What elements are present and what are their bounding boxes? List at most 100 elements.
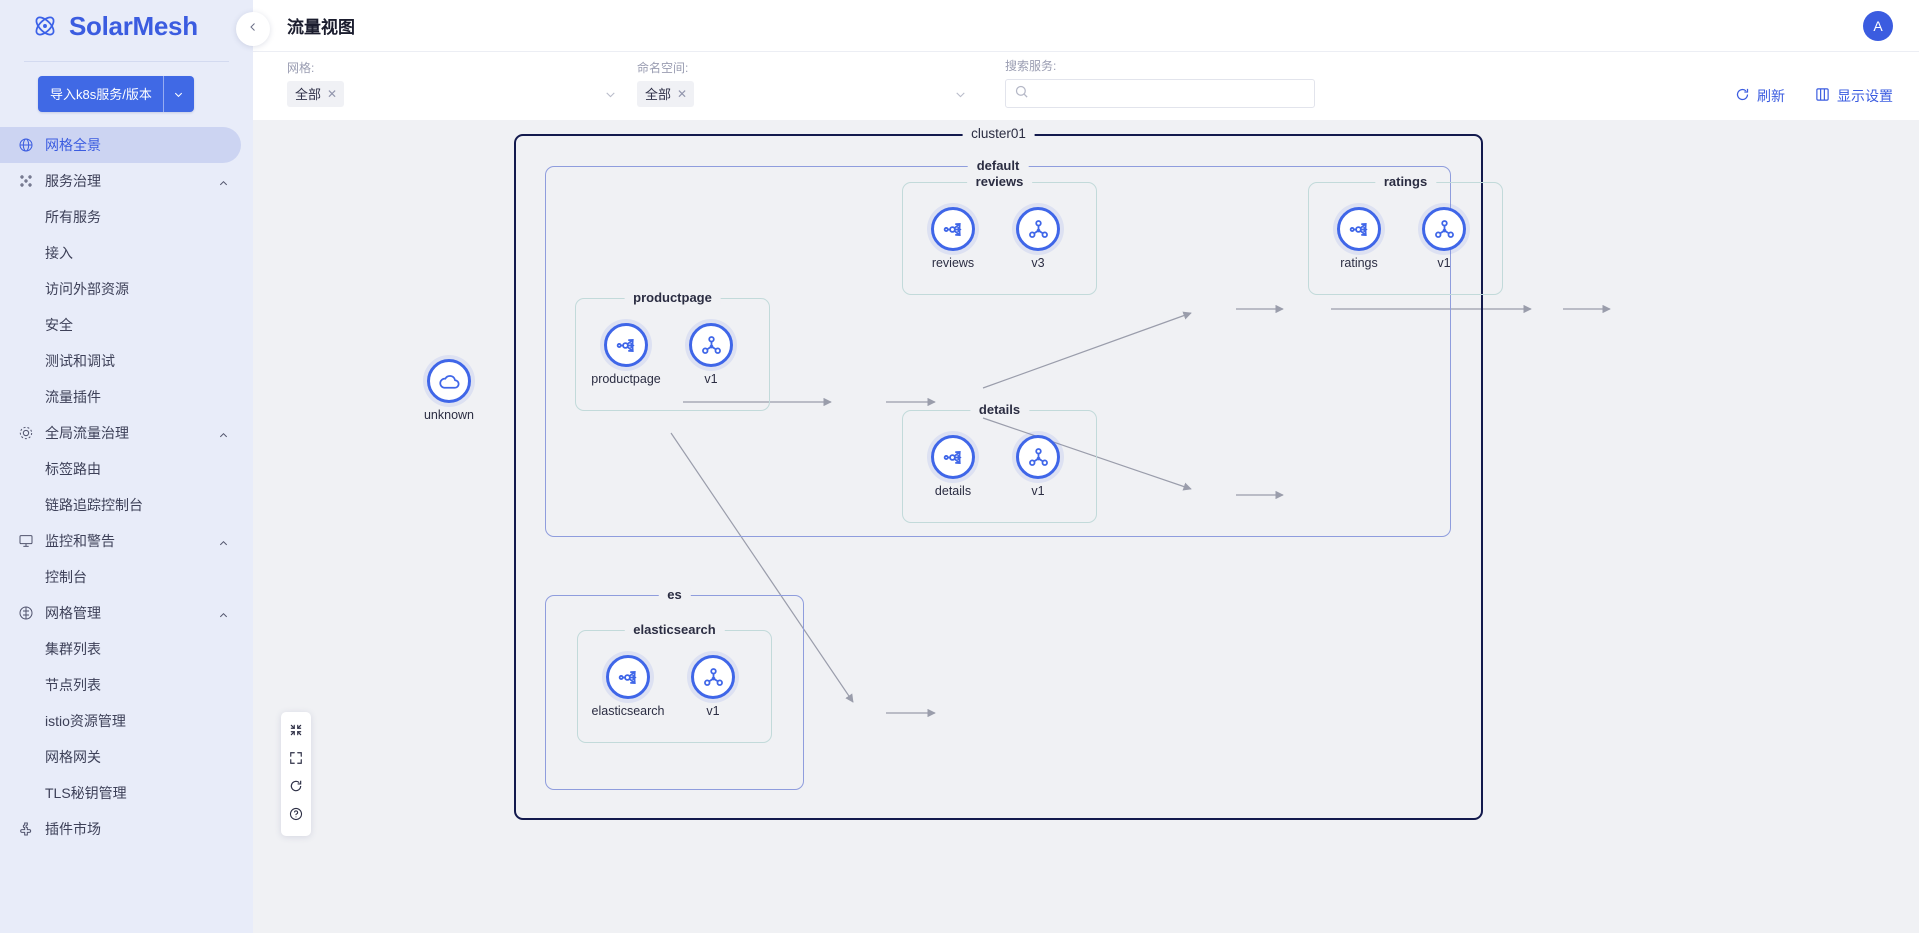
sidebar-nav: 网格全景服务治理所有服务接入访问外部资源安全测试和调试流量插件全局流量治理标签路… — [0, 127, 253, 847]
sidebar-subitem-流量插件[interactable]: 流量插件 — [0, 379, 253, 415]
chevron-up-icon[interactable] — [218, 608, 229, 619]
sidebar-item-网格管理[interactable]: 网格管理 — [0, 595, 253, 631]
node-reviews-v3[interactable]: v3 — [1016, 207, 1060, 270]
node-details[interactable]: details — [931, 435, 975, 498]
cluster-label: cluster01 — [962, 126, 1035, 141]
layout-settings-icon — [1815, 87, 1830, 105]
service-group-reviews[interactable]: reviews reviews — [902, 174, 1097, 295]
display-settings-button[interactable]: 显示设置 — [1815, 86, 1893, 106]
chevron-down-icon[interactable] — [604, 88, 617, 101]
service-group-details[interactable]: details details — [902, 402, 1097, 523]
sidebar-subitem-节点列表[interactable]: 节点列表 — [0, 667, 253, 703]
import-k8s-service-button[interactable]: 导入k8s服务/版本 — [38, 76, 194, 112]
chevron-up-icon[interactable] — [218, 176, 229, 187]
sidebar-subitem-所有服务[interactable]: 所有服务 — [0, 199, 253, 235]
node-label: productpage — [591, 372, 661, 386]
namespace-group-es[interactable]: es elasticsearch elasticsearch — [545, 587, 804, 790]
sidebar-item-服务治理[interactable]: 服务治理 — [0, 163, 253, 199]
nodes-icon — [18, 173, 34, 189]
chevron-up-icon[interactable] — [218, 536, 229, 547]
traffic-icon — [18, 425, 34, 441]
shrink-arrows-icon — [289, 723, 303, 742]
search-input-wrapper[interactable] — [1005, 79, 1315, 108]
node-ratings-v1[interactable]: v1 — [1422, 207, 1466, 270]
service-group-productpage[interactable]: productpage productpage — [575, 290, 770, 411]
collapse-all-button[interactable] — [281, 718, 311, 746]
sidebar-item-label: 插件市场 — [45, 821, 101, 837]
cluster-group-cluster01[interactable]: cluster01 — [514, 126, 1483, 820]
workload-topology-icon[interactable] — [1016, 207, 1060, 251]
main-area: 流量视图 A 网格: 全部 ✕ 命名空间: 全部 ✕ — [236, 0, 1919, 933]
puzzle-icon — [18, 821, 34, 837]
sidebar-subitem-label: 测试和调试 — [45, 353, 115, 369]
sidebar-item-全局流量治理[interactable]: 全局流量治理 — [0, 415, 253, 451]
node-details-v1[interactable]: v1 — [1016, 435, 1060, 498]
chevron-down-icon[interactable] — [954, 88, 967, 101]
brand: SolarMesh — [0, 0, 253, 52]
workload-topology-icon[interactable] — [689, 323, 733, 367]
reload-button[interactable] — [281, 774, 311, 802]
sidebar-subitem-控制台[interactable]: 控制台 — [0, 559, 253, 595]
topbar: 流量视图 A — [253, 0, 1919, 52]
node-label: v1 — [704, 372, 718, 386]
service-group-elasticsearch[interactable]: elasticsearch elasticsearch — [577, 622, 772, 743]
node-elasticsearch[interactable]: elasticsearch — [592, 655, 664, 718]
avatar[interactable]: A — [1863, 10, 1893, 41]
sidebar-subitem-安全[interactable]: 安全 — [0, 307, 253, 343]
node-label: unknown — [423, 408, 475, 422]
node-label: v3 — [1031, 256, 1045, 270]
chevron-up-icon[interactable] — [218, 428, 229, 439]
node-reviews[interactable]: reviews — [931, 207, 975, 270]
mesh-select[interactable]: 全部 ✕ — [287, 81, 617, 108]
sidebar-subitem-istio资源管理[interactable]: istio资源管理 — [0, 703, 253, 739]
service-group-ratings[interactable]: ratings ratings — [1308, 174, 1503, 295]
sidebar-subitem-访问外部资源[interactable]: 访问外部资源 — [0, 271, 253, 307]
sidebar-subitem-链路追踪控制台[interactable]: 链路追踪控制台 — [0, 487, 253, 523]
service-share-icon[interactable] — [606, 655, 650, 699]
namespace-select[interactable]: 全部 ✕ — [637, 81, 967, 108]
refresh-button[interactable]: 刷新 — [1735, 86, 1785, 106]
node-productpage[interactable]: productpage — [591, 323, 661, 386]
sidebar-subitem-tls秘钥管理[interactable]: TLS秘钥管理 — [0, 775, 253, 811]
sidebar: SolarMesh 导入k8s服务/版本 网格全景服务治理所有服务接入访问外部资… — [0, 0, 253, 933]
service-share-icon[interactable] — [931, 435, 975, 479]
sidebar-item-label: 服务治理 — [45, 173, 101, 189]
mesh-selected-tag: 全部 ✕ — [287, 81, 345, 107]
node-ratings[interactable]: ratings — [1337, 207, 1381, 270]
service-share-icon[interactable] — [931, 207, 975, 251]
sidebar-item-监控和警告[interactable]: 监控和警告 — [0, 523, 253, 559]
sidebar-subitem-集群列表[interactable]: 集群列表 — [0, 631, 253, 667]
sidebar-subitem-测试和调试[interactable]: 测试和调试 — [0, 343, 253, 379]
namespace-group-default[interactable]: default — [545, 158, 1451, 537]
fullscreen-icon — [289, 751, 303, 770]
close-icon[interactable]: ✕ — [677, 86, 688, 101]
sidebar-item-网格全景[interactable]: 网格全景 — [0, 127, 241, 163]
cloud-icon[interactable] — [427, 359, 471, 403]
sidebar-subitem-label: istio资源管理 — [45, 713, 126, 729]
service-share-icon[interactable] — [1337, 207, 1381, 251]
workload-topology-icon[interactable] — [1016, 435, 1060, 479]
node-productpage-v1[interactable]: v1 — [689, 323, 733, 386]
service-share-icon[interactable] — [604, 323, 648, 367]
graph-canvas[interactable]: cluster01 default productpage produc — [253, 120, 1919, 933]
service-label: ratings — [1374, 174, 1437, 189]
display-settings-label: 显示设置 — [1837, 88, 1893, 104]
chevron-down-icon[interactable] — [164, 76, 194, 112]
namespace-selected-value: 全部 — [645, 87, 672, 102]
node-elasticsearch-v1[interactable]: v1 — [691, 655, 735, 718]
sidebar-subitem-标签路由[interactable]: 标签路由 — [0, 451, 253, 487]
sidebar-subitem-网格网关[interactable]: 网格网关 — [0, 739, 253, 775]
mesh-filter-label: 网格: — [287, 61, 315, 75]
workload-topology-icon[interactable] — [691, 655, 735, 699]
sidebar-subitem-接入[interactable]: 接入 — [0, 235, 253, 271]
close-icon[interactable]: ✕ — [327, 86, 338, 101]
refresh-icon — [289, 779, 303, 798]
fit-view-button[interactable] — [281, 746, 311, 774]
help-button[interactable] — [281, 802, 311, 830]
sidebar-item-插件市场[interactable]: 插件市场 — [0, 811, 253, 847]
sidebar-collapse-button[interactable] — [236, 12, 270, 46]
search-input[interactable] — [1029, 86, 1306, 101]
node-unknown[interactable]: unknown — [424, 359, 474, 422]
node-label: v1 — [706, 704, 720, 718]
workload-topology-icon[interactable] — [1422, 207, 1466, 251]
